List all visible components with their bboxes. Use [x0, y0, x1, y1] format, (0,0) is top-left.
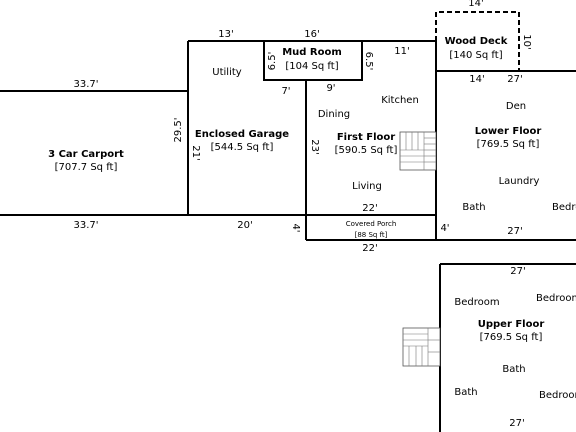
bath-upper-2-label: Bath — [454, 387, 477, 398]
dim-garage-bottom: 20' — [237, 220, 252, 231]
dim-deck-side: 10' — [521, 34, 532, 49]
dim-mudroom-bottom: 7' — [281, 86, 290, 97]
garage-area: [544.5 Sq ft] — [211, 142, 274, 153]
kitchen-label: Kitchen — [381, 95, 419, 106]
dimension-labels: 33.7' 33.7' 29.5' 13' 21' 20' 16' 6.5' 6… — [73, 0, 532, 429]
dim-lower-bottom: 27' — [507, 226, 522, 237]
upper-floor-name: Upper Floor — [478, 319, 545, 330]
dim-lower-deck-bottom: 14' — [469, 74, 484, 85]
dim-mudroom-top: 16' — [304, 29, 319, 40]
dim-upper-top: 27' — [510, 266, 525, 277]
dim-first-side: 23' — [309, 139, 320, 154]
dim-first-bottom: 22' — [362, 203, 377, 214]
room-labels: 3 Car Carport [707.7 Sq ft] Enclosed Gar… — [48, 36, 544, 343]
dim-mudroom-right: 6.5' — [363, 52, 374, 71]
dim-lower-top: 27' — [507, 74, 522, 85]
dim-garage-top: 13' — [218, 29, 233, 40]
mud-room-walls — [263, 40, 363, 81]
garage-name: Enclosed Garage — [195, 129, 289, 140]
stairs-first-floor — [399, 131, 437, 171]
porch-name: Covered Porch — [346, 220, 397, 228]
upper-floor-area: [769.5 Sq ft] — [480, 332, 543, 343]
bedroom-upper-3-label: Bedroom — [539, 390, 576, 401]
stairs-upper-floor — [402, 327, 441, 367]
den-label: Den — [506, 101, 526, 112]
bedroom-upper-1-label: Bedroom — [454, 297, 499, 308]
wood-deck-area: [140 Sq ft] — [449, 50, 502, 61]
bath-lower-label: Bath — [462, 202, 485, 213]
dim-first-top: 11' — [394, 46, 409, 57]
porch-area: [88 Sq ft] — [355, 231, 388, 239]
dim-porch-left: 4' — [290, 223, 301, 232]
laundry-label: Laundry — [499, 176, 540, 187]
dim-garage-side: 21' — [190, 145, 201, 160]
lower-floor-area: [769.5 Sq ft] — [477, 139, 540, 150]
bedroom-upper-2-label: Bedroom — [536, 293, 576, 304]
bath-upper-label: Bath — [502, 364, 525, 375]
dim-upper-bottom: 27' — [509, 418, 524, 429]
first-floor-area: [590.5 Sq ft] — [335, 145, 398, 156]
dim-deck-top: 14' — [468, 0, 483, 9]
dim-porch-right: 4' — [440, 223, 449, 234]
utility-label: Utility — [212, 67, 241, 78]
dim-mudroom-left: 6.5' — [267, 52, 278, 71]
dim-first-kitchen: 9' — [326, 83, 335, 94]
wood-deck-name: Wood Deck — [445, 36, 508, 47]
dim-porch-bottom: 22' — [362, 243, 377, 254]
dim-carport-bottom: 33.7' — [73, 220, 98, 231]
first-floor-name: First Floor — [337, 132, 395, 143]
living-label: Living — [352, 181, 382, 192]
dining-label: Dining — [318, 109, 350, 120]
mud-room-area: [104 Sq ft] — [285, 61, 338, 72]
carport-name: 3 Car Carport — [48, 149, 124, 160]
walls — [0, 11, 576, 432]
dim-carport-side: 29.5' — [173, 117, 184, 142]
carport-area: [707.7 Sq ft] — [55, 162, 118, 173]
dim-carport-top: 33.7' — [73, 79, 98, 90]
bedroom-lower-label: Bedroom — [552, 202, 576, 213]
lower-floor-name: Lower Floor — [475, 126, 542, 137]
sub-room-labels: Utility Dining Kitchen Living Den Laundr… — [212, 67, 576, 401]
mud-room-name: Mud Room — [282, 47, 342, 58]
